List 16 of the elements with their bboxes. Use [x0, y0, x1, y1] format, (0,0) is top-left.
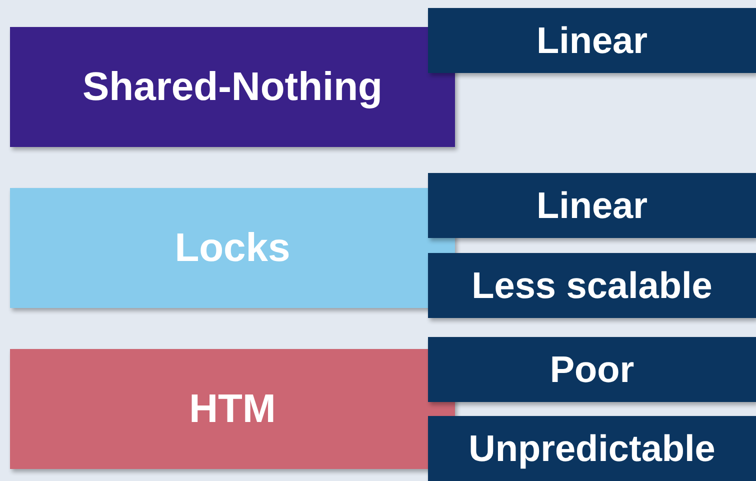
box-label: Unpredictable — [468, 428, 716, 470]
rating-box — [428, 8, 756, 73]
category-box — [10, 349, 455, 469]
box-label: Shared-Nothing — [82, 64, 382, 110]
box-label: Linear — [536, 184, 648, 226]
rating-box — [428, 253, 756, 318]
rating-box — [428, 337, 756, 402]
category-box — [10, 188, 455, 308]
box-label: Less scalable — [472, 264, 712, 306]
category-box — [10, 27, 455, 147]
box-label: HTM — [189, 386, 276, 432]
rating-box — [428, 416, 756, 481]
box-label: Poor — [550, 348, 634, 390]
rating-box — [428, 173, 756, 238]
box-label: Locks — [174, 226, 290, 270]
box-label: Linear — [536, 20, 648, 62]
